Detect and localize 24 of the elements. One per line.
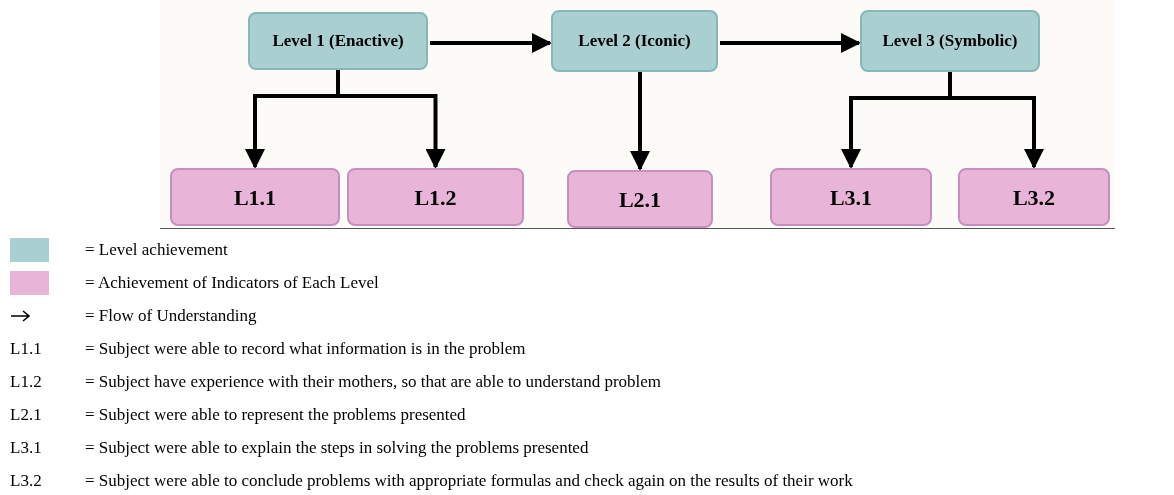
indicator-code: L1.2 bbox=[10, 371, 43, 393]
indicator-description: = Subject were able to explain the steps in solving the problems presented bbox=[85, 437, 589, 459]
indicator-box: L3.2 bbox=[958, 168, 1110, 226]
arrow bbox=[430, 33, 552, 53]
indicator-description: = Subject have experience with their mothers, so that are able to understand problem bbox=[85, 371, 662, 393]
indicator-code: L3.1 bbox=[10, 437, 43, 459]
legend-text: = Achievement of Indicators of Each Level bbox=[85, 272, 379, 294]
level-box: Level 3 (Symbolic) bbox=[860, 10, 1040, 72]
indicator-description: = Subject were able to represent the problems presented bbox=[85, 404, 466, 426]
indicator-code: L1.1 bbox=[10, 338, 43, 360]
indicator-box: L1.2 bbox=[347, 168, 524, 226]
indicator-box: L1.1 bbox=[170, 168, 340, 226]
level-box: Level 1 (Enactive) bbox=[248, 12, 428, 70]
legend-text: = Level achievement bbox=[85, 239, 228, 261]
indicator-box: L3.1 bbox=[770, 168, 932, 226]
arrow bbox=[720, 33, 861, 53]
indicator-description: = Subject were able to conclude problems with appropriate formulas and check again on the results of their work bbox=[85, 470, 853, 492]
indicator-box: L2.1 bbox=[567, 170, 713, 228]
arrow bbox=[630, 72, 650, 171]
level-box: Level 2 (Iconic) bbox=[551, 10, 718, 72]
legend-text: = Flow of Understanding bbox=[85, 305, 257, 327]
indicator-code: L2.1 bbox=[10, 404, 43, 426]
indicator-description: = Subject were able to record what information is in the problem bbox=[85, 338, 526, 360]
indicator-code: L3.2 bbox=[10, 470, 43, 492]
